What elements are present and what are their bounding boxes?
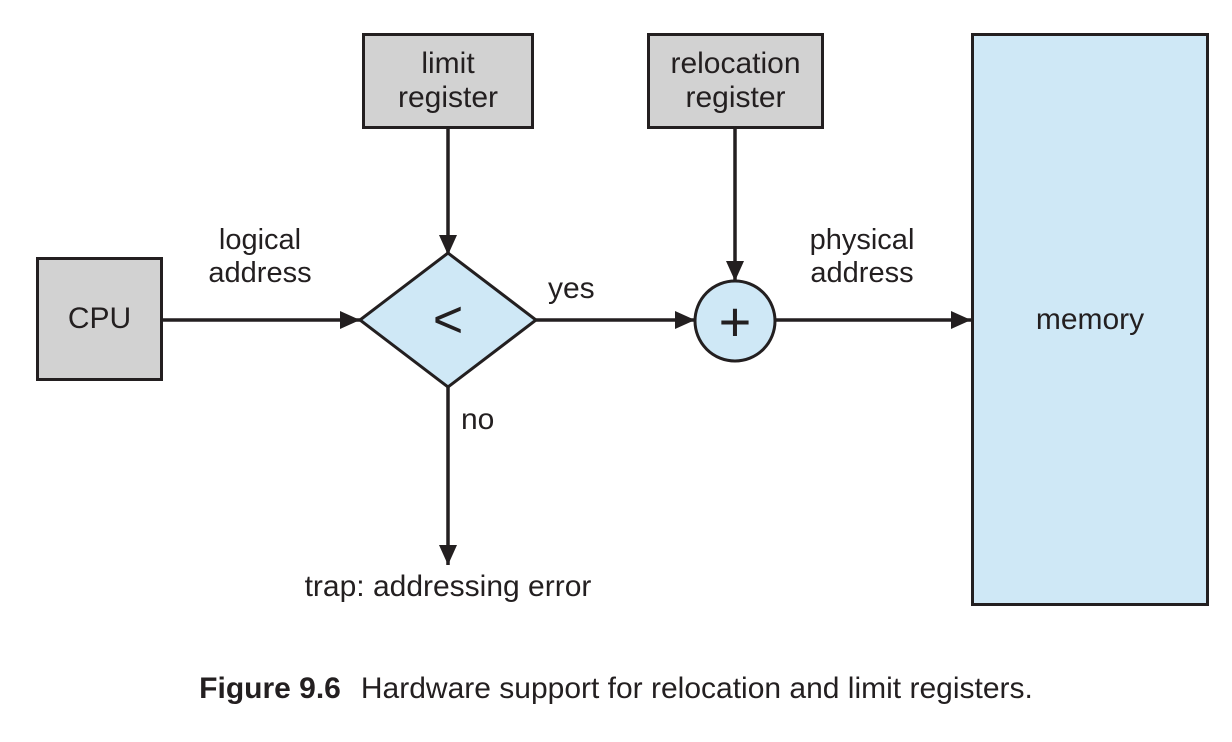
- physical-address-label: physical address: [809, 224, 915, 289]
- limit-register-label: limit register: [397, 47, 499, 114]
- figure-caption-text: Hardware support for relocation and limi…: [360, 672, 1033, 705]
- relocation-register-box: relocation register: [647, 33, 824, 129]
- memory-label: memory: [1035, 302, 1145, 336]
- less-than-glyph: <: [432, 291, 464, 349]
- figure-caption: Figure 9.6 Hardware support for relocatio…: [0, 672, 1232, 706]
- limit-register-box: limit register: [362, 33, 534, 129]
- yes-label: yes: [548, 272, 595, 305]
- adder-plus-symbol: +: [697, 283, 773, 359]
- relocation-register-label: relocation register: [670, 47, 801, 114]
- figure-caption-number: Figure 9.6: [199, 672, 341, 705]
- cpu-label: CPU: [67, 302, 132, 335]
- plus-glyph: +: [718, 289, 752, 353]
- memory-box: memory: [971, 33, 1209, 606]
- trap-label: trap: addressing error: [304, 570, 592, 603]
- cpu-box: CPU: [36, 257, 163, 381]
- logical-address-label: logical address: [208, 224, 312, 289]
- no-label: no: [461, 403, 495, 436]
- comparator-less-than-symbol: <: [398, 288, 498, 352]
